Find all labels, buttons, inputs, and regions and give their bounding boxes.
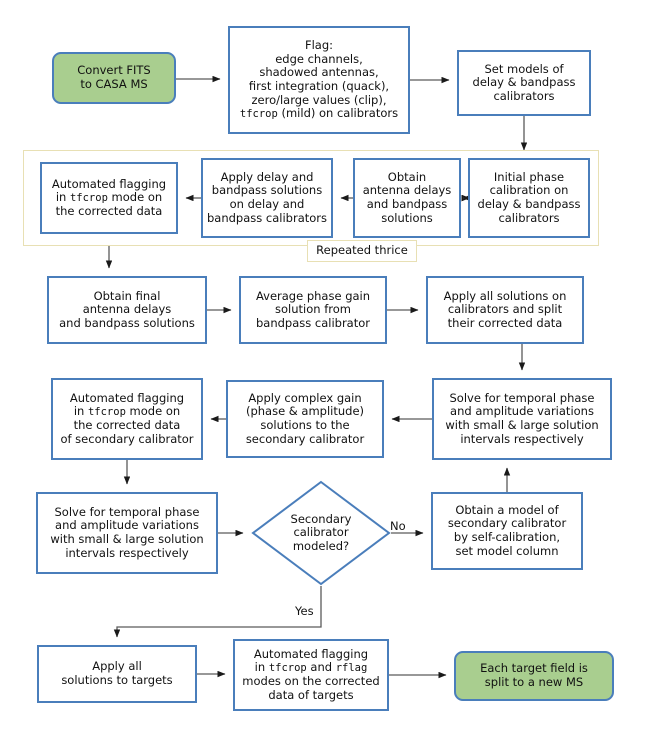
- initial-flagging[interactable]: Flag: edge channels, shadowed antennas, …: [228, 26, 410, 134]
- apply-all-solutions-on-calibrators[interactable]: Apply all solutions on calibrators and s…: [426, 276, 584, 344]
- auto-flag-secondary-label: Automated flagging in tfcrop mode on the…: [60, 390, 194, 446]
- obtain-delays-label: Obtain antenna delays and bandpass solut…: [362, 169, 452, 225]
- avg-phase-gain-label: Average phase gain solution from bandpas…: [255, 288, 371, 330]
- set-models-label: Set models of delay & bandpass calibrato…: [472, 61, 576, 103]
- initial-phase-calibration[interactable]: Initial phase calibration on delay & ban…: [468, 158, 590, 238]
- edge-label-yes: Yes: [295, 604, 314, 618]
- solve-temporal-1-label: Solve for temporal phase and amplitude v…: [445, 390, 599, 446]
- initial-phase-cal-label: Initial phase calibration on delay & ban…: [477, 169, 581, 225]
- task-name-tfcrop: tfcrop: [87, 406, 126, 419]
- automated-flagging-tfcrop-corrected-data[interactable]: Automated flagging in tfcrop mode on the…: [40, 162, 178, 234]
- obtain-antenna-delays-and-bandpass-solutions[interactable]: Obtain antenna delays and bandpass solut…: [353, 158, 461, 238]
- task-name-tfcrop: tfcrop: [69, 192, 108, 205]
- task-name-tfcrop: tfcrop: [268, 662, 307, 675]
- solve-temporal-phase-amplitude-variations-upper[interactable]: Solve for temporal phase and amplitude v…: [432, 378, 612, 460]
- apply-delay-and-bandpass-solutions[interactable]: Apply delay and bandpass solutions on de…: [201, 158, 333, 238]
- obtain-final-label: Obtain final antenna delays and bandpass…: [59, 288, 195, 330]
- apply-complex-gain-solutions[interactable]: Apply complex gain (phase & amplitude) s…: [226, 380, 384, 458]
- repeated-thrice-label: Repeated thrice: [307, 240, 417, 262]
- initial-flagging-label: Flag: edge channels, shadowed antennas, …: [239, 38, 399, 121]
- task-name-tfcrop: tfcrop: [239, 108, 278, 121]
- solve-temporal-phase-amplitude-variations-lower[interactable]: Solve for temporal phase and amplitude v…: [36, 492, 218, 574]
- auto-flag-targets-label: Automated flagging in tfcrop and rflag m…: [242, 646, 380, 702]
- split-target-label: Each target field is split to a new MS: [480, 661, 588, 689]
- solve-temporal-2-label: Solve for temporal phase and amplitude v…: [50, 504, 204, 560]
- decision-label: Secondary calibrator modeled?: [290, 511, 352, 553]
- apply-delay-bandpass-label: Apply delay and bandpass solutions on de…: [206, 169, 328, 225]
- automated-flagging-targets[interactable]: Automated flagging in tfcrop and rflag m…: [233, 639, 389, 711]
- obtain-final-antenna-delays-and-bandpass-solutions[interactable]: Obtain final antenna delays and bandpass…: [47, 276, 207, 344]
- task-name-rflag: rflag: [335, 662, 368, 675]
- secondary-calibrator-modeled-decision[interactable]: Secondary calibrator modeled?: [251, 480, 391, 586]
- apply-all-solutions-to-targets[interactable]: Apply all solutions to targets: [37, 645, 197, 703]
- automated-flagging-secondary-calibrator[interactable]: Automated flagging in tfcrop mode on the…: [51, 378, 203, 460]
- automated-flagging-corrected-label: Automated flagging in tfcrop mode on the…: [51, 176, 167, 218]
- repeated-thrice-text: Repeated thrice: [316, 243, 408, 258]
- convert-fits-label: Convert FITS to CASA MS: [77, 63, 151, 91]
- apply-all-cal-label: Apply all solutions on calibrators and s…: [443, 288, 567, 330]
- obtain-model-secondary-label: Obtain a model of secondary calibrator b…: [447, 502, 567, 558]
- decision-diamond-shape: [251, 480, 391, 586]
- obtain-model-of-secondary-calibrator[interactable]: Obtain a model of secondary calibrator b…: [431, 492, 583, 570]
- edge-label-no: No: [390, 519, 406, 533]
- convert-fits-to-casa-ms[interactable]: Convert FITS to CASA MS: [52, 52, 176, 104]
- apply-complex-gain-label: Apply complex gain (phase & amplitude) s…: [245, 390, 365, 446]
- apply-all-targets-label: Apply all solutions to targets: [61, 659, 173, 687]
- average-phase-gain-solution[interactable]: Average phase gain solution from bandpas…: [239, 276, 387, 344]
- set-models-of-delay-bandpass-calibrators[interactable]: Set models of delay & bandpass calibrato…: [457, 50, 591, 116]
- each-target-field-split-to-new-ms[interactable]: Each target field is split to a new MS: [454, 651, 614, 701]
- edge-decision-yes-to-applyalltargets: [113, 586, 322, 638]
